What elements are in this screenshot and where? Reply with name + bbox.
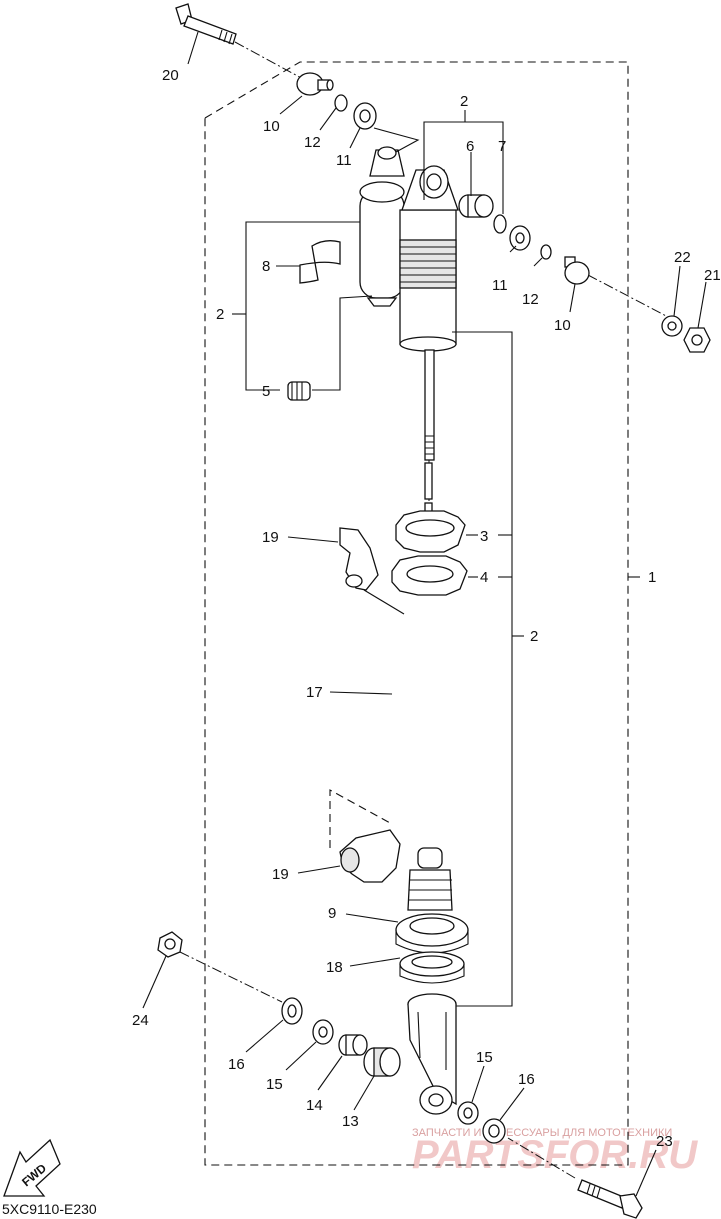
- callout-11-lower: 11: [492, 277, 508, 294]
- callout-22: 22: [674, 249, 691, 266]
- spring-17: [391, 614, 474, 819]
- callout-3: 3: [480, 528, 488, 545]
- watermark: PARTSFOR.RU ЗАПЧАСТИ И АКСЕССУАРЫ ДЛЯ МО…: [412, 1127, 698, 1177]
- callout-13: 13: [342, 1113, 359, 1130]
- callout-15-left: 15: [266, 1076, 283, 1093]
- band-8: [299, 240, 341, 284]
- callout-10-lower: 10: [554, 317, 571, 334]
- callout-19-upper: 19: [262, 529, 279, 546]
- callout-11-upper: 11: [336, 152, 352, 169]
- locknut-3: [395, 510, 466, 553]
- watermark-brand: PARTSFOR.RU: [412, 1133, 698, 1177]
- fwd-arrow-icon: FWD: [3, 1138, 61, 1197]
- callout-1: 1: [648, 569, 656, 586]
- oring-12-lower: [540, 244, 552, 260]
- callout-21: 21: [704, 267, 721, 284]
- reservoir-tank: [359, 146, 405, 307]
- callout-14: 14: [306, 1097, 323, 1114]
- callout-10-upper: 10: [263, 118, 280, 135]
- guide-leader: [329, 789, 393, 848]
- collar-14: [338, 1034, 368, 1056]
- oil-seal-11-lower: [509, 225, 531, 251]
- shock-body: [399, 165, 459, 352]
- collar-10-upper: [296, 72, 334, 96]
- oil-seal-11-upper: [353, 102, 377, 130]
- leader-lines: [142, 31, 707, 1197]
- spring-guide-19-upper: [339, 527, 379, 591]
- callout-18: 18: [326, 959, 343, 976]
- oring-12-upper: [334, 94, 348, 112]
- ring-7: [493, 214, 507, 234]
- callout-19-lower: 19: [272, 866, 289, 883]
- watermark-tagline: ЗАПЧАСТИ И АКСЕССУАРЫ ДЛЯ МОТОТЕХНИКИ: [412, 1127, 672, 1139]
- callout-12-upper: 12: [304, 134, 321, 151]
- adjuster-4: [391, 555, 468, 596]
- oil-seal-16-left: [281, 997, 303, 1025]
- valve-cap-5: [287, 381, 311, 401]
- diagram-code: 5XC9110-E230: [2, 1201, 97, 1217]
- lower-clevis: [407, 993, 457, 1115]
- nut-21: [683, 327, 711, 353]
- bearing-13: [363, 1047, 401, 1077]
- callout-2-top: 2: [460, 93, 468, 110]
- callout-23: 23: [656, 1133, 673, 1150]
- callout-2-left: 2: [216, 306, 224, 323]
- callout-9: 9: [328, 905, 336, 922]
- nut-24: [157, 931, 183, 958]
- callout-15-right: 15: [476, 1049, 493, 1066]
- callout-2-right: 2: [530, 628, 538, 645]
- washer-15-left: [312, 1019, 334, 1045]
- callout-8: 8: [262, 258, 270, 275]
- callout-6: 6: [466, 138, 474, 155]
- piston-rod: [424, 349, 435, 530]
- bushing-6: [458, 194, 494, 218]
- callout-labels: 20 10 12 11 2 6 7 11 12 10 22 21 8 2 5 3…: [132, 67, 721, 1150]
- callout-12-lower: 12: [522, 291, 539, 308]
- collar-10-lower: [564, 256, 590, 285]
- callout-4: 4: [480, 569, 488, 586]
- oil-seal-16-right: [482, 1118, 506, 1144]
- callout-17: 17: [306, 684, 323, 701]
- callout-24: 24: [132, 1012, 149, 1029]
- bump-stop: [407, 847, 453, 911]
- washer-22-hole: [667, 321, 677, 331]
- bolt-20: [175, 3, 237, 45]
- callout-20: 20: [162, 67, 179, 84]
- assembly-boundary: [204, 61, 629, 1166]
- bolt-23: [577, 1179, 643, 1219]
- collar-9: [395, 913, 469, 954]
- callout-16-right: 16: [518, 1071, 535, 1088]
- callout-5: 5: [262, 383, 270, 400]
- callout-7: 7: [498, 138, 506, 155]
- callout-16-left: 16: [228, 1056, 245, 1073]
- spring-guide-19-lower: [339, 829, 401, 883]
- washer-15-right: [457, 1101, 479, 1125]
- seat-18: [399, 951, 465, 984]
